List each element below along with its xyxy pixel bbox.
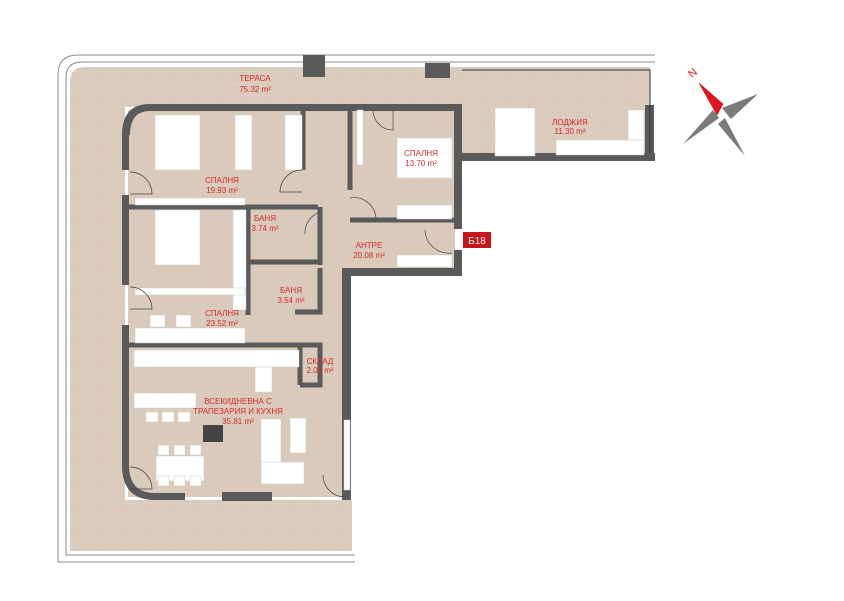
exterior-walls (122, 55, 655, 501)
interior-walls (128, 110, 455, 388)
bedroom3-area: 23.52 m² (206, 319, 238, 328)
north-label: N (686, 66, 700, 80)
bedroom2-area: 13.70 m² (405, 159, 437, 168)
bedroom3-name: СПАЛНЯ (205, 309, 239, 318)
loggia-name: ЛОДЖИЯ (552, 118, 588, 127)
loggia-area: 11.30 m² (555, 127, 586, 136)
bedroom1-name: СПАЛНЯ (205, 176, 239, 185)
living-area: 35.81 m² (222, 417, 254, 426)
terrace-name: ТЕРАСА (239, 74, 271, 83)
unit-badge-text: Б18 (468, 236, 486, 247)
unit-badge: Б18 (463, 232, 491, 248)
bath2-name: БАНЯ (280, 286, 302, 295)
room-labels: ТЕРАСА 75.32 m² СПАЛНЯ 19.93 m² СПАЛНЯ 1… (193, 74, 588, 426)
bath2-area: 3.54 m² (277, 296, 304, 305)
storage-name: СКЛАД (307, 357, 334, 366)
bath1-name: БАНЯ (254, 214, 276, 223)
terrace-area: 75.32 m² (239, 85, 271, 94)
furniture (133, 107, 645, 491)
doors (129, 109, 453, 498)
bath1-area: 3.74 m² (251, 224, 278, 233)
storage-area: 2.08 m² (306, 366, 333, 375)
bedroom2-name: СПАЛНЯ (404, 149, 438, 158)
compass-rose-icon: N (683, 66, 758, 156)
living-name-1: ВСЕКИДНЕВНА С (204, 397, 272, 406)
hall-name: АНТРЕ (356, 241, 383, 250)
living-name-2: ТРАПЕЗАРИЯ И КУХНЯ (193, 407, 283, 416)
hall-area: 20.08 m² (353, 251, 385, 260)
bedroom1-area: 19.93 m² (206, 186, 238, 195)
